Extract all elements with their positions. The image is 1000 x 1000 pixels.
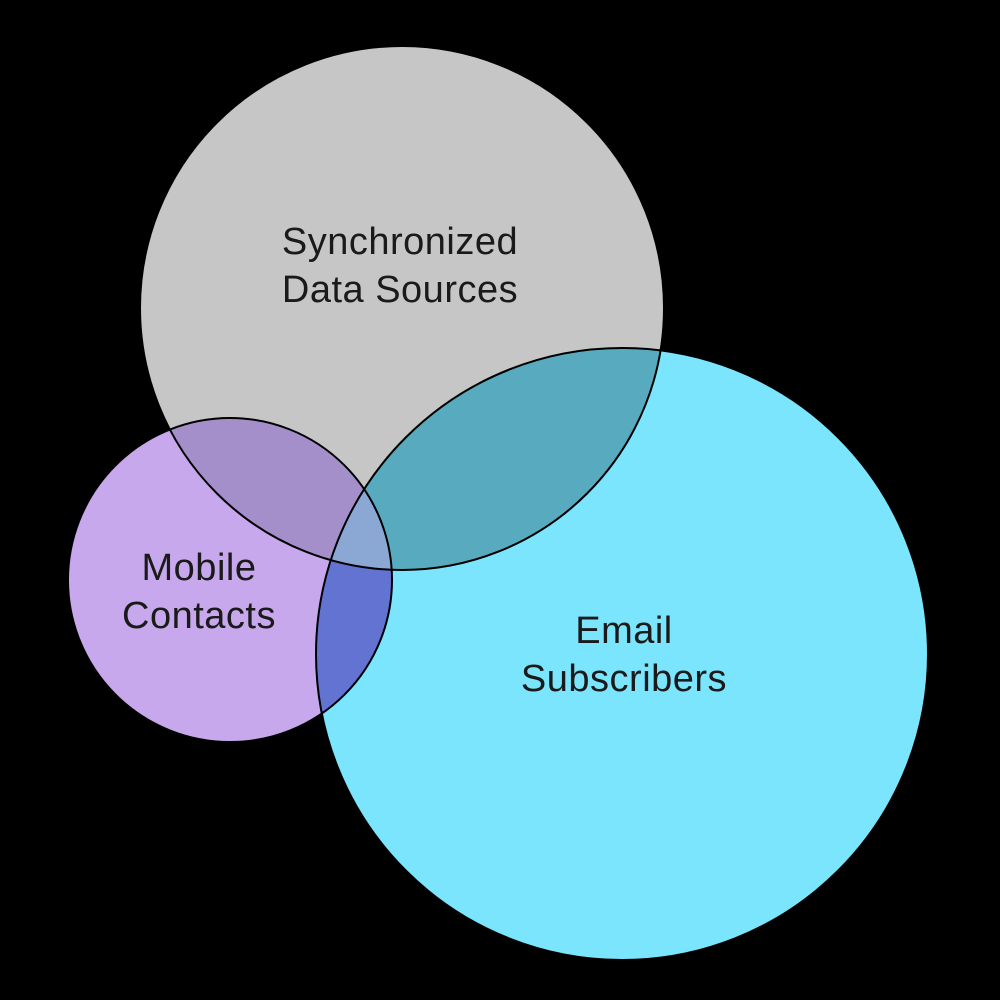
label-mobile-line-2: Contacts (122, 595, 276, 637)
label-email-line-2: Subscribers (521, 658, 727, 700)
outline-synchronized-circle (139, 45, 665, 571)
label-synchronized-line-2: Data Sources (282, 269, 518, 311)
outline-mobile-circle (67, 417, 393, 743)
label-synchronized-line-1: Synchronized (282, 221, 518, 263)
overlap-sync-email (316, 348, 664, 570)
label-mobile-line-1: Mobile (142, 547, 257, 589)
overlap-sync-email-fill (316, 348, 664, 570)
outline-email-circle (315, 347, 929, 961)
label-email-line-1: Email (575, 610, 673, 652)
